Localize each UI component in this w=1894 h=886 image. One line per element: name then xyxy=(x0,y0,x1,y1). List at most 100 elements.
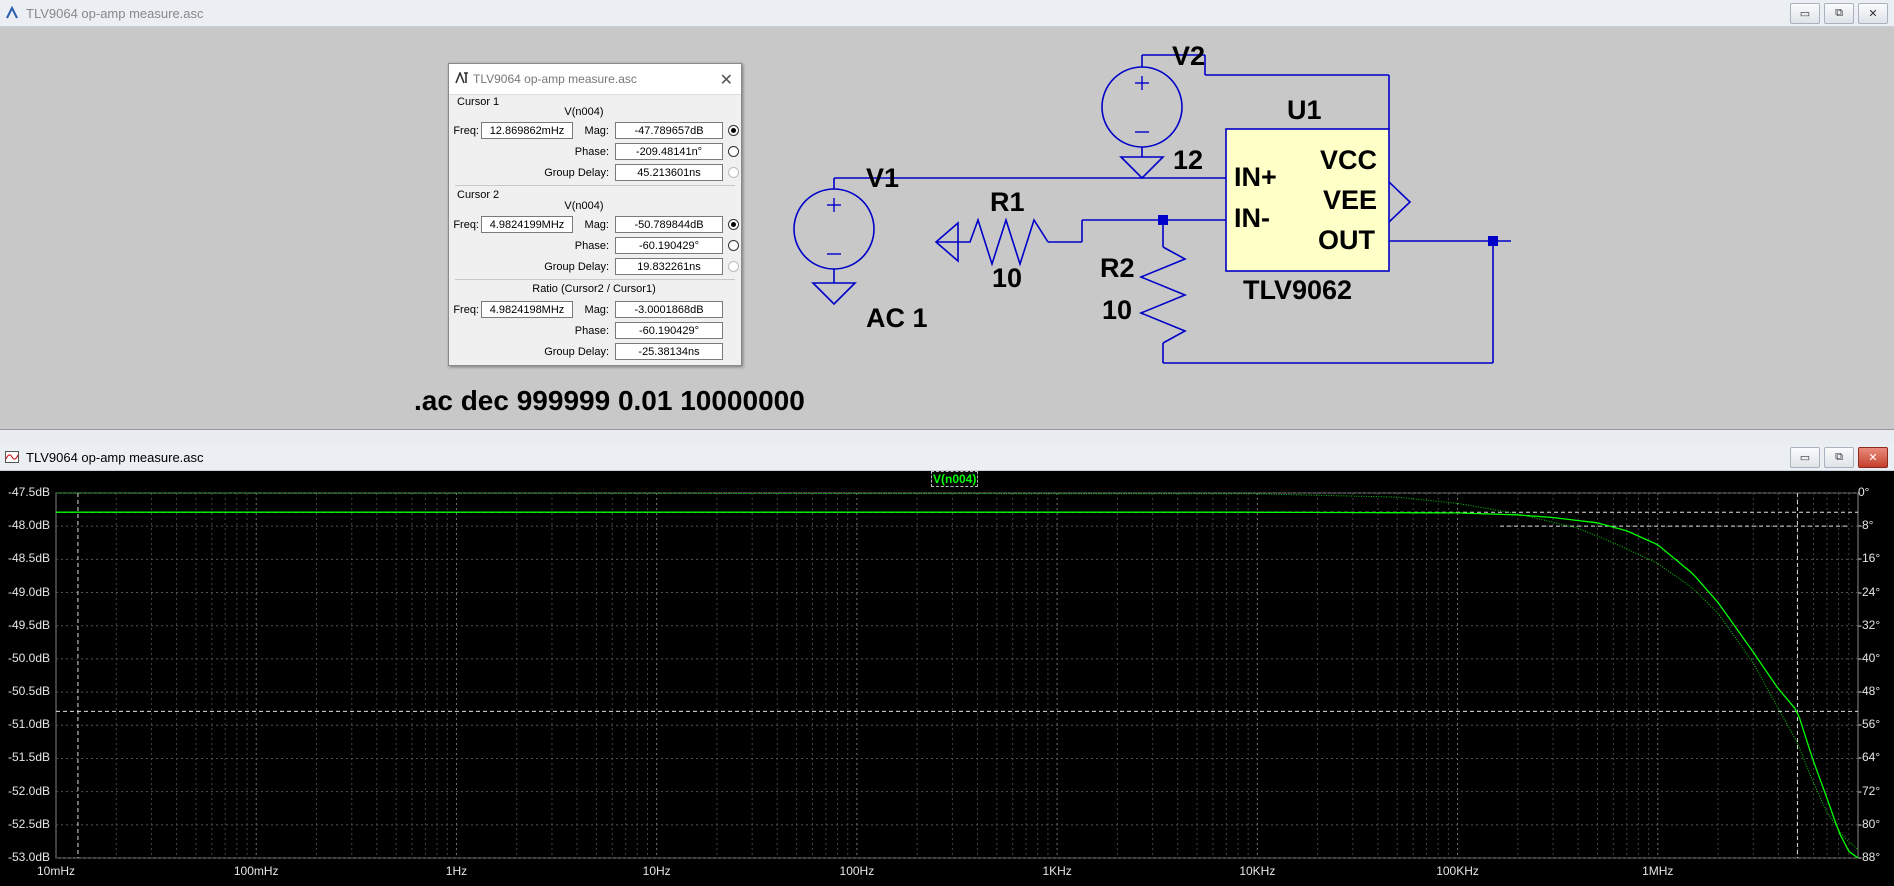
y-tick-label: -53.0dB xyxy=(7,850,50,864)
schematic-window-title: TLV9064 op-amp measure.asc xyxy=(26,5,204,21)
cursor1-phase-label: Phase: xyxy=(574,146,609,158)
cursor1-trace-label: V(n004) xyxy=(564,106,604,118)
cursor1-phase-field[interactable]: -209.48141n° xyxy=(615,143,723,160)
cursor-dialog-titlebar: TLV9064 op-amp measure.asc ✕ xyxy=(449,64,741,95)
ratio-groupdelay-label: Group Delay: xyxy=(544,346,609,358)
junction-dot xyxy=(1488,236,1498,246)
y-tick-label: -48.0dB xyxy=(7,518,50,533)
r2-value-label: 10 xyxy=(1102,295,1133,325)
schematic-window-titlebar: TLV9064 op-amp measure.asc ▭ ⧉ ✕ xyxy=(0,0,1894,27)
cursor1-mag-field[interactable]: -47.789657dB xyxy=(615,122,723,139)
r2-name-label: R2 xyxy=(1100,253,1135,283)
cursor1-mag-label: Mag: xyxy=(584,125,609,137)
x-tick-label: 100mHz xyxy=(233,864,279,878)
magnitude-trace xyxy=(56,511,1859,859)
y-tick-label: -49.0dB xyxy=(7,584,50,599)
x-tick-label: 1KHz xyxy=(1042,864,1072,878)
ratio-mag-label: Mag: xyxy=(584,304,609,316)
cursor1-freq-field[interactable]: 12.869862mHz xyxy=(481,122,573,139)
x-tick-label: 10Hz xyxy=(642,864,671,878)
u1-opamp-body xyxy=(1225,128,1390,272)
section-divider xyxy=(455,279,735,280)
cursor1-phase-radio[interactable] xyxy=(728,146,739,157)
ratio-groupdelay-field[interactable]: -25.38134ns xyxy=(615,343,723,360)
phase-tick-label: -16° xyxy=(1858,551,1881,566)
cursor2-groupdelay-label: Group Delay: xyxy=(544,261,609,273)
cursor2-mag-radio[interactable] xyxy=(728,219,739,230)
plot-frame xyxy=(55,492,1859,859)
v2-value-label: 12 xyxy=(1173,145,1204,175)
cursor1-section-label: Cursor 1 xyxy=(457,96,500,108)
v2-ground-symbol xyxy=(1119,156,1165,180)
cursor-dialog-title: TLV9064 op-amp measure.asc xyxy=(473,72,637,86)
y-tick-label: -51.5dB xyxy=(7,750,50,765)
plot-restore-button[interactable]: ⧉ xyxy=(1824,447,1854,468)
y-tick-label: -52.0dB xyxy=(7,783,50,798)
plot-minimize-button[interactable]: ▭ xyxy=(1790,447,1820,468)
ratio-phase-label: Phase: xyxy=(574,325,609,337)
r1-value-label: 10 xyxy=(992,263,1023,293)
x-tick-label: 10mHz xyxy=(36,864,76,878)
phase-trace xyxy=(56,492,1859,851)
phase-tick-label: -40° xyxy=(1858,650,1881,665)
junction-dot xyxy=(1158,215,1168,225)
ratio-mag-field[interactable]: -3.0001868dB xyxy=(615,301,723,318)
ratio-section-label: Ratio (Cursor2 / Cursor1) xyxy=(532,283,656,295)
x-tick-label: 1Hz xyxy=(445,864,468,878)
trace-legend-v-n004[interactable]: V(n004) xyxy=(931,471,979,487)
schematic-close-button[interactable]: ✕ xyxy=(1858,3,1888,24)
cursor1-groupdelay-label: Group Delay: xyxy=(544,167,609,179)
cursor2-phase-radio[interactable] xyxy=(728,240,739,251)
y-tick-label: -51.0dB xyxy=(7,717,50,732)
ltspice-logo-icon xyxy=(455,70,469,87)
y-tick-label: -49.5dB xyxy=(7,617,50,632)
u1-name-label: U1 xyxy=(1287,95,1322,125)
section-divider xyxy=(455,185,735,186)
r1-name-label: R1 xyxy=(990,187,1025,217)
phase-tick-label: -48° xyxy=(1858,684,1881,699)
cursor2-freq-label: Freq: xyxy=(453,219,479,231)
x-tick-label: 10KHz xyxy=(1239,864,1276,878)
ac-directive[interactable]: .ac dec 999999 0.01 10000000 xyxy=(414,385,805,416)
ratio-freq-label: Freq: xyxy=(453,304,479,316)
cursor2-phase-label: Phase: xyxy=(574,240,609,252)
cursor2-trace-label: V(n004) xyxy=(564,200,604,212)
y-tick-label: -50.5dB xyxy=(7,684,50,699)
phase-tick-label: 0° xyxy=(1858,485,1870,499)
cursor2-mag-field[interactable]: -50.789844dB xyxy=(615,216,723,233)
schematic-canvas[interactable]: V2 12 U1 IN+ IN- VCC VEE OUT TLV9062 V1 … xyxy=(0,27,1894,430)
cursor1-groupdelay-radio[interactable] xyxy=(728,167,739,178)
schematic-restore-button[interactable]: ⧉ xyxy=(1824,3,1854,24)
u1-pin-out: OUT xyxy=(1318,225,1375,255)
cursor2-section-label: Cursor 2 xyxy=(457,189,500,201)
v1-name-label: V1 xyxy=(866,163,900,193)
x-tick-label: 100Hz xyxy=(839,864,875,878)
ratio-freq-field[interactable]: 4.9824198MHz xyxy=(481,301,573,318)
plot-window-titlebar: TLV9064 op-amp measure.asc ▭ ⧉ ✕ xyxy=(0,444,1894,471)
phase-tick-label: -80° xyxy=(1858,816,1881,831)
plot-close-button[interactable]: ✕ xyxy=(1858,447,1888,468)
ratio-phase-field[interactable]: -60.190429° xyxy=(615,322,723,339)
u1-pin-vee: VEE xyxy=(1323,185,1378,215)
y-tick-label: -50.0dB xyxy=(7,650,50,665)
y-tick-label: -47.5dB xyxy=(7,485,50,499)
cursor-dialog-close-icon[interactable]: ✕ xyxy=(719,72,733,89)
cursor1-mag-radio[interactable] xyxy=(728,125,739,136)
cursor1-groupdelay-field[interactable]: 45.213601ns xyxy=(615,164,723,181)
cursor2-mag-label: Mag: xyxy=(584,219,609,231)
u1-pin-vcc: VCC xyxy=(1320,145,1378,175)
r2-resistor-symbol xyxy=(1138,246,1188,344)
cursor2-groupdelay-radio[interactable] xyxy=(728,261,739,272)
waveform-plot-pane[interactable]: V(n004) -47.5dB -48.0dB -48.5dB -49.0dB -49.… xyxy=(0,471,1894,886)
ltspice-schematic-icon xyxy=(4,5,20,21)
r1-resistor-symbol xyxy=(958,217,1049,267)
schematic-minimize-button[interactable]: ▭ xyxy=(1790,3,1820,24)
cursor2-phase-field[interactable]: -60.190429° xyxy=(615,237,723,254)
cursor-readout-dialog[interactable]: TLV9064 op-amp measure.asc ✕ Cursor 1 V(… xyxy=(448,63,742,366)
y-tick-label: -52.5dB xyxy=(7,816,50,831)
cursor2-freq-field[interactable]: 4.9824199MHz xyxy=(481,216,573,233)
window-splitter[interactable] xyxy=(0,430,1894,444)
y-tick-label: -48.5dB xyxy=(7,551,50,566)
u1-pin-in-plus: IN+ xyxy=(1234,162,1277,192)
cursor2-groupdelay-field[interactable]: 19.832261ns xyxy=(615,258,723,275)
